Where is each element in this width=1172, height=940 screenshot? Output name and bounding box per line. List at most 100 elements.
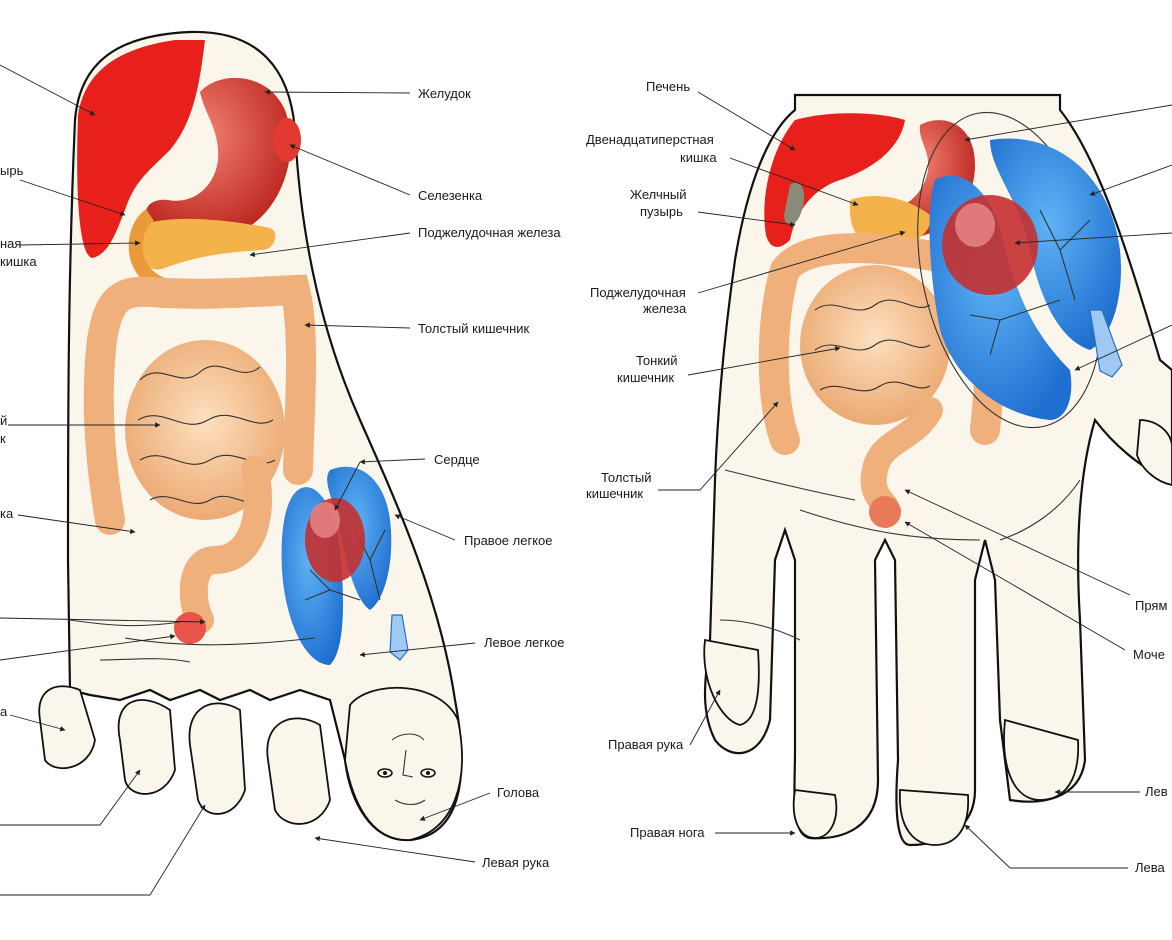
hand-bronchi <box>969 209 1091 356</box>
foot-bladder <box>174 612 206 644</box>
hand-trachea <box>1089 309 1123 378</box>
label-pancreas-1: Поджелудочная <box>590 285 686 300</box>
label-duodenum-partial-1: ная <box>0 236 21 251</box>
leader-head <box>419 792 491 821</box>
label-duodenum-2: кишка <box>680 150 717 165</box>
foot-big-toe <box>344 686 463 841</box>
leader-hand-top-2 <box>1089 164 1172 196</box>
foot-sigmoid <box>179 456 272 634</box>
label-pancreas-2: железа <box>643 301 687 316</box>
leader-left-arm <box>314 836 476 863</box>
label-bladder-partial: Моче <box>1133 647 1165 662</box>
hand-index-tip <box>792 788 838 839</box>
leader-duodenum <box>19 240 141 246</box>
label-small-int-1: Тонкий <box>636 353 678 368</box>
foot-liver <box>77 40 205 258</box>
label-gall-1: Желчный <box>630 187 687 202</box>
hand-right-lung <box>990 138 1121 350</box>
leader-hand-top-1 <box>964 104 1172 142</box>
foot-heart-shine <box>310 502 340 538</box>
hand-creases <box>719 469 1081 641</box>
leader-hand-pancreas <box>697 230 906 294</box>
foot-pupil-right <box>426 771 430 775</box>
label-head: Голова <box>497 785 540 800</box>
hand-gallbladder <box>784 182 805 225</box>
label-spleen: Селезенка <box>418 188 483 203</box>
leader-appendix <box>17 514 136 534</box>
leader-spleen <box>289 144 411 196</box>
label-gall-partial: ырь <box>0 163 24 178</box>
leader-hand-rectum <box>904 489 1131 596</box>
hand-thumb-tip <box>703 638 760 726</box>
leader-hand-bladder <box>904 521 1126 651</box>
foot-toe-4 <box>266 717 331 825</box>
leader-heart-a <box>359 458 426 465</box>
hand-labels: Печень Двенадцатиперстная кишка Желчный … <box>586 79 1168 875</box>
foot-face-details <box>391 733 426 806</box>
label-small-int-2: кишечник <box>617 370 674 385</box>
leader-right-arm <box>689 689 721 746</box>
leader-right-lung <box>394 514 456 541</box>
label-large-int-2: кишечник <box>586 486 643 501</box>
leader-heart-b <box>334 461 361 511</box>
leader-hand-large-int <box>658 401 779 491</box>
foot-creases <box>69 619 316 663</box>
foot-eye-right <box>420 768 436 778</box>
hand-figure <box>703 93 1172 847</box>
leader-hand-left-leg <box>964 824 1128 869</box>
foot-figure <box>38 30 463 842</box>
label-small-int-partial-2: к <box>0 431 6 446</box>
foot-stomach <box>146 77 291 241</box>
foot-toe-3 <box>188 702 246 815</box>
label-left-leg-partial: Лева <box>1135 860 1166 875</box>
label-heart: Сердце <box>434 452 480 467</box>
leader-pancreas <box>249 232 411 258</box>
foot-toe-2 <box>117 699 176 795</box>
label-duodenum-1: Двенадцатиперстная <box>586 132 714 147</box>
label-left-arm: Левая рука <box>482 855 550 870</box>
hand-rectum <box>869 496 901 528</box>
label-rectum-partial: Прям <box>1135 598 1167 613</box>
leader-liver <box>697 91 796 151</box>
label-right-arm: Правая рука <box>608 737 684 752</box>
hand-heart <box>942 195 1038 295</box>
label-right-leg: Правая нога <box>630 825 705 840</box>
label-arm-partial: а <box>0 704 8 719</box>
label-pancreas: Поджелудочная железа <box>418 225 561 240</box>
hand-heart-shine <box>955 203 995 247</box>
foot-labels: Желудок Селезенка Поджелудочная железа Т… <box>0 86 564 870</box>
foot-trachea <box>389 614 409 661</box>
leader-hand-heart <box>1014 232 1172 246</box>
label-liver: Печень <box>646 79 690 94</box>
foot-toe-1 <box>38 685 96 769</box>
leader-rectum <box>0 617 206 625</box>
leader-leg <box>0 769 141 826</box>
leader-stomach <box>264 89 411 95</box>
foot-pancreas <box>139 218 276 270</box>
foot-large-intestine <box>83 274 317 535</box>
foot-spleen <box>273 118 301 162</box>
leader-gall <box>19 179 126 217</box>
foot-leaders <box>0 64 491 896</box>
hand-ring-tip <box>1003 718 1079 801</box>
label-right-lung: Правое легкое <box>464 533 553 548</box>
label-large-int-1: Толстый <box>601 470 652 485</box>
small-intestine-folds <box>137 365 276 505</box>
leader-arm <box>9 714 66 732</box>
foot-bronchi <box>304 529 386 601</box>
leader-liver-partial <box>0 64 96 116</box>
hand-intestine-folds <box>814 299 931 392</box>
label-left-lung: Левое легкое <box>484 635 564 650</box>
label-large-intestine: Толстый кишечник <box>418 321 530 336</box>
leader-large-intestine <box>304 322 411 329</box>
leader-hand-lung <box>1074 324 1172 371</box>
label-gall-2: пузырь <box>640 204 683 219</box>
hand-middle-tip <box>899 789 969 846</box>
leader-hand-gall <box>697 211 796 228</box>
label-small-int-partial-1: й <box>0 413 7 428</box>
foot-eye-left <box>377 768 393 778</box>
label-left-arm-partial: Лев <box>1145 784 1168 799</box>
leader-leg-2 <box>0 804 206 896</box>
leader-hand-small-int <box>687 346 841 376</box>
